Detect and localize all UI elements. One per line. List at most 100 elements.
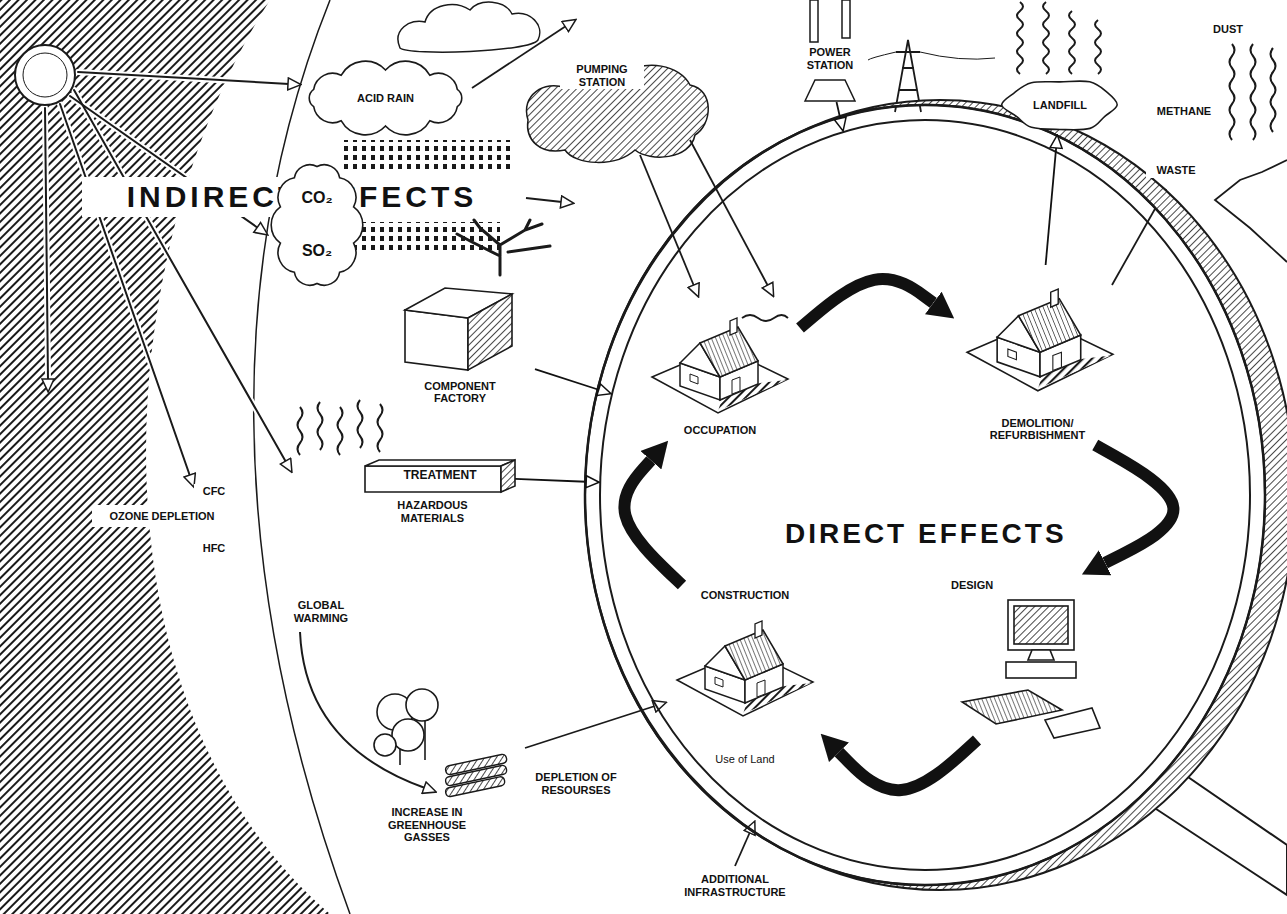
dead-tree — [457, 220, 550, 275]
effect-label: INCREASE IN GREENHOUSE GASSES — [380, 806, 474, 844]
flow-arrow — [1046, 148, 1057, 265]
flow-arrow — [837, 102, 841, 118]
dead-tree — [457, 220, 550, 275]
label-patch: DEPLETION OF RESOURSES — [522, 770, 630, 797]
house-drawing — [652, 318, 788, 413]
acid-rain-cloud: ACID RAIN — [298, 58, 473, 138]
greenhouse-gas — [298, 400, 383, 455]
node-label: SO₂ — [302, 242, 332, 260]
house-drawing — [677, 621, 813, 716]
factory-drawing — [405, 310, 468, 370]
infrastructure-arrow — [735, 832, 750, 866]
effect-label: DEPLETION OF RESOURSES — [524, 771, 628, 796]
factory-drawing — [405, 288, 512, 370]
effect-label: ADDITIONAL INFRASTRUCTURE — [672, 873, 798, 898]
power-chimneys — [805, 80, 855, 101]
resource-arrow — [525, 706, 655, 748]
waste-region — [1215, 160, 1287, 262]
greenhouse-gas — [338, 407, 343, 455]
power-chimneys — [810, 0, 818, 42]
magnifier-rim — [585, 100, 1287, 890]
effect-label: METHANE — [1148, 105, 1220, 118]
label-patch: DUST — [1203, 22, 1253, 37]
computer-drawing — [962, 600, 1100, 738]
label-patch: HAZARDOUS MATERIALS — [375, 498, 490, 525]
sun-rays — [45, 108, 48, 380]
forest-trees — [424, 720, 426, 760]
lifecycle-stage: DEMOLITION/ REFURBISHMENT — [955, 265, 1120, 445]
waste-arrow — [1112, 200, 1160, 285]
sun-rays — [74, 90, 286, 462]
forest-trees — [374, 689, 438, 765]
landfill-site: LANDFILL — [998, 76, 1122, 134]
node-label: LANDFILL — [1033, 99, 1087, 112]
cycle-arrow — [839, 740, 977, 790]
label-patch: HFC — [194, 541, 234, 556]
timber-logs — [445, 754, 508, 798]
node-label: DESIGN — [951, 579, 993, 592]
effect-label: WASTE — [1148, 164, 1204, 177]
computer-drawing — [1028, 650, 1054, 660]
box-side — [501, 460, 515, 492]
node-label: OZONE DEPLETION — [109, 510, 214, 523]
power-station: POWER STATION — [794, 44, 866, 102]
flow-arrow — [535, 369, 599, 390]
computer-drawing — [1006, 662, 1076, 678]
greenhouse-gas — [298, 407, 303, 455]
component-factory: COMPONENT FACTORY — [385, 282, 535, 408]
sun-rays — [45, 72, 289, 476]
cycle-arrow — [624, 460, 682, 585]
node-label: POWER STATION — [797, 46, 863, 71]
effect-label: DUST — [1205, 23, 1251, 36]
effect-label: CFC — [196, 485, 232, 498]
cycle-arrow — [800, 279, 933, 328]
waste-arrow — [1112, 200, 1160, 285]
house-drawing — [652, 289, 1113, 716]
lifecycle-stage: OCCUPATION — [640, 300, 800, 440]
label-patch: METHANE — [1146, 104, 1222, 119]
sun-rays — [45, 72, 289, 476]
computer-drawing — [1014, 606, 1068, 644]
power-chimneys — [842, 0, 850, 38]
label-patch: PUMPING STATION — [560, 62, 644, 89]
methane-dust — [1230, 44, 1235, 140]
warming-arrow — [300, 632, 425, 788]
acid-rain-drops — [340, 140, 515, 172]
shadow-region — [0, 0, 330, 914]
greenhouse-gas — [318, 402, 323, 450]
cloud-outline — [309, 61, 462, 135]
node-label: OCCUPATION — [684, 424, 756, 437]
sun-rays — [74, 90, 286, 462]
label-patch: WASTE — [1146, 163, 1206, 178]
effect-label: HAZARDOUS MATERIALS — [377, 499, 488, 524]
gas-cloud-outline — [262, 150, 372, 300]
cloud-outline — [271, 165, 363, 286]
landfill-outline — [1002, 81, 1117, 130]
forest-trees — [392, 719, 424, 751]
sun-rays — [78, 72, 289, 84]
ring-line — [254, 0, 350, 914]
sky-clouds — [398, 2, 540, 52]
label-patch: INCREASE IN GREENHOUSE GASSES — [378, 805, 476, 845]
box-front — [365, 466, 501, 492]
box-top — [365, 460, 515, 466]
cycle-arrow — [1095, 445, 1173, 563]
sun-symbol — [23, 53, 67, 97]
forest-trees — [374, 734, 396, 756]
node-label: CO₂ — [301, 189, 332, 207]
node-label: DIRECT EFFECTS — [785, 518, 1067, 550]
gas-cloud: CO₂ SO₂ — [262, 150, 372, 300]
effect-arrow — [526, 198, 562, 202]
node-label: COMPONENT FACTORY — [418, 380, 502, 405]
ozone-box: OZONE DEPLETION — [92, 505, 232, 527]
computer-drawing — [1008, 600, 1074, 650]
landfill-gas — [1017, 2, 1101, 74]
forest-trees — [406, 689, 438, 721]
landfill-gas — [1095, 20, 1101, 74]
greenhouse-gas — [378, 404, 383, 452]
effect-label: PUMPING STATION — [562, 63, 642, 88]
magnifier-rim — [600, 120, 1250, 870]
